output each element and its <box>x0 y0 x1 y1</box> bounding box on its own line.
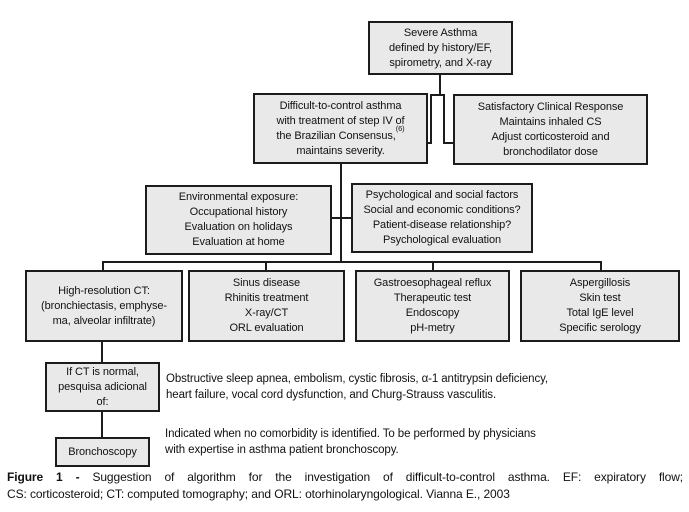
box-sinus-disease: Sinus disease Rhinitis treatment X-ray/C… <box>188 270 345 342</box>
box-severe-asthma: Severe Asthma defined by history/EF, spi… <box>368 21 513 75</box>
caption-label: Figure 1 - <box>7 470 80 484</box>
reference-superscript: (6) <box>395 123 405 133</box>
difficult-line-2: with treatment of step IV of <box>276 114 405 127</box>
connector-ifnormal-to-bronchoscopy <box>101 410 103 438</box>
connector-stub-sinus <box>265 261 267 271</box>
caption-line-1: Figure 1 - Suggestion of algorithm for t… <box>7 469 683 486</box>
caption-text-1: Suggestion of algorithm for the investig… <box>92 470 683 484</box>
connector-stub-ct <box>102 261 104 271</box>
box-bronchoscopy: Bronchoscopy <box>55 437 150 467</box>
connector-stub-psychological <box>340 217 353 219</box>
connector-elbow-to-satisfactory <box>443 142 455 144</box>
connector-branch-split <box>430 94 445 96</box>
difficult-line-3: the Brazilian Consensus,(6) <box>276 125 404 144</box>
difficult-line-4: maintains severity. <box>296 144 385 157</box>
box-gastroesophageal-reflux: Gastroesophageal reflux Therapeutic test… <box>355 270 510 342</box>
caption-line-2: CS: corticosteroid; CT: computed tomogra… <box>7 487 510 501</box>
box-difficult-to-control-asthma: Difficult-to-control asthma with treatme… <box>253 93 428 164</box>
connector-stub-reflux <box>432 261 434 271</box>
box-psychological-social-factors: Psychological and social factors Social … <box>351 183 533 253</box>
box-if-ct-normal: If CT is normal, pesquisa adicional of: <box>45 362 160 412</box>
connector-severe-down <box>439 75 441 96</box>
connector-stub-environmental <box>330 217 342 219</box>
connector-stub-aspergillosis <box>600 261 602 271</box>
box-high-resolution-ct: High-resolution CT: (bronchiectasis, emp… <box>25 270 183 342</box>
connector-elbow-to-difficult <box>426 142 432 144</box>
connector-ct-to-ifnormal <box>101 340 103 363</box>
note-bronchoscopy-indication: Indicated when no comorbidity is identif… <box>165 428 536 456</box>
difficult-line-3-text: the Brazilian Consensus, <box>276 129 396 142</box>
note-comorbidities: Obstructive sleep apnea, embolism, cysti… <box>166 373 549 401</box>
box-aspergillosis: Aspergillosis Skin test Total IgE level … <box>520 270 680 342</box>
connector-difficult-down <box>340 162 342 263</box>
connector-branch-left-vertical <box>430 94 432 144</box>
difficult-line-1: Difficult-to-control asthma <box>279 99 402 112</box>
connector-branch-right-vertical <box>443 94 445 144</box>
figure-caption: Figure 1 - Suggestion of algorithm for t… <box>7 469 683 503</box>
connector-level4-bus <box>102 261 602 263</box>
box-satisfactory-clinical-response: Satisfactory Clinical Response Maintains… <box>453 94 648 165</box>
box-environmental-exposure: Environmental exposure: Occupational his… <box>145 185 332 255</box>
